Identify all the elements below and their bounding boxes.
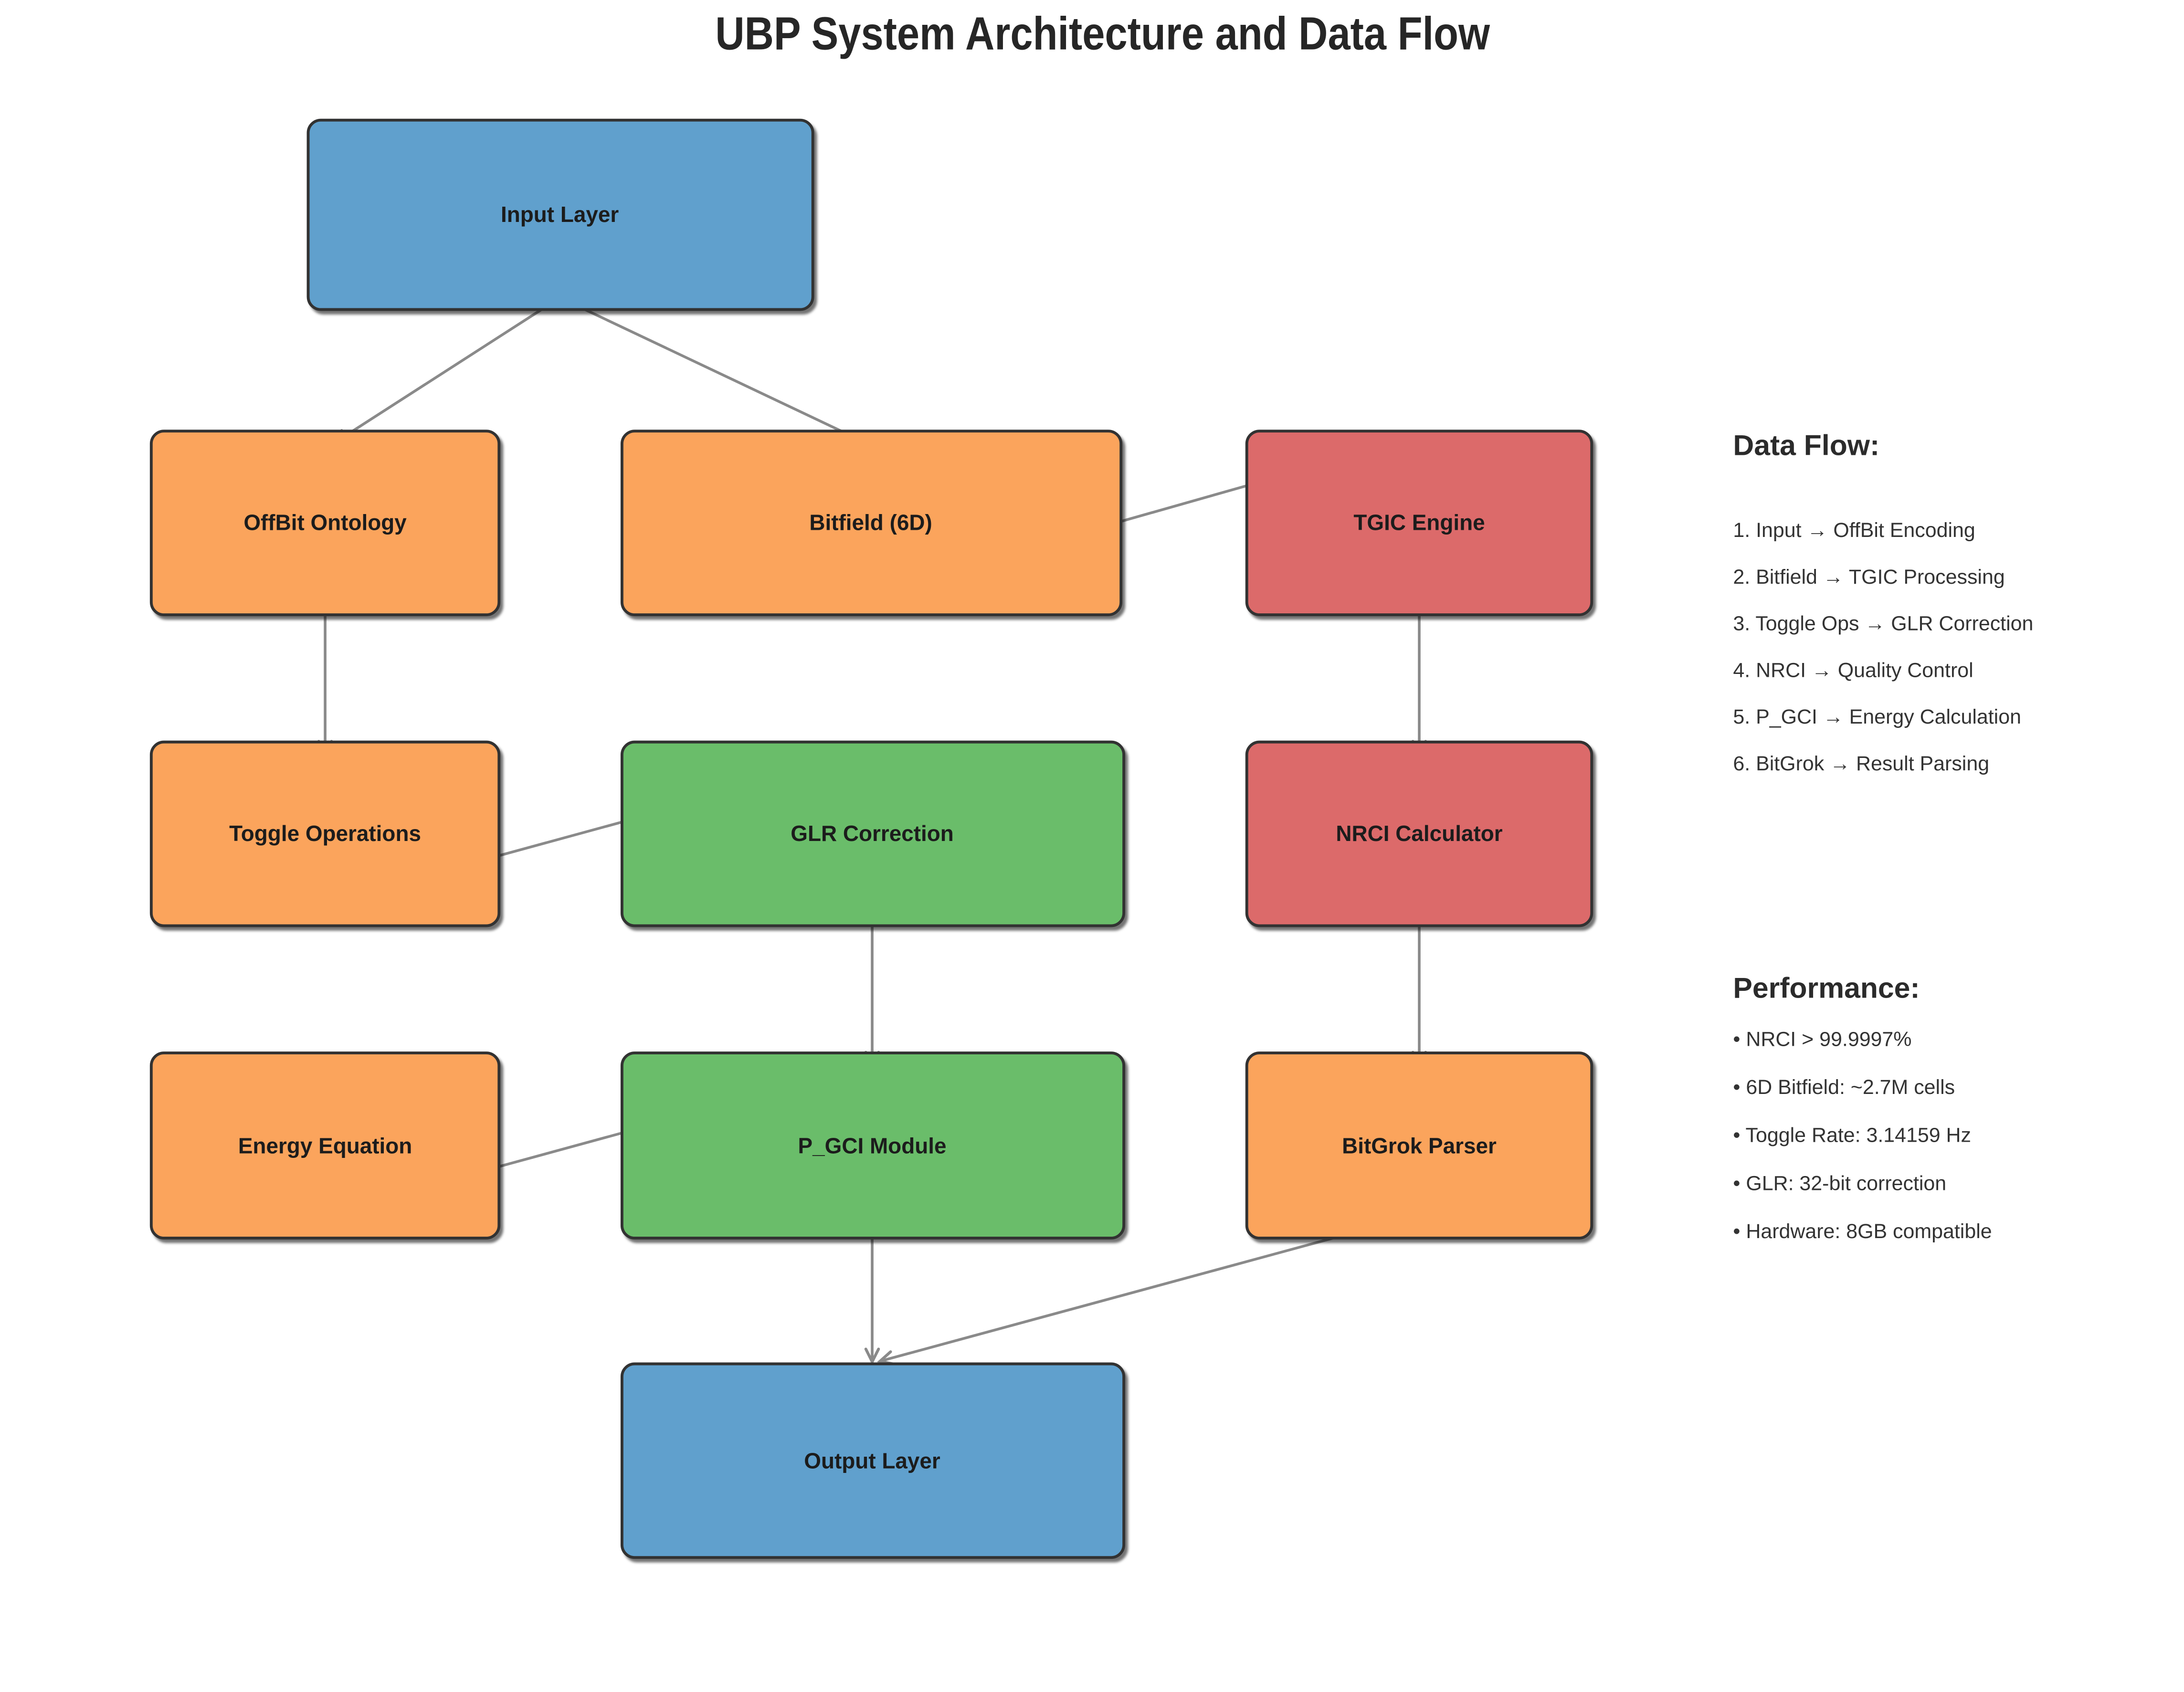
nodes-layer: Input Layer OffBit Ontology Bitfield (6D… [149,118,1593,1559]
node-output-layer-label: Output Layer [804,1449,940,1473]
edge-input-to-bitfield [562,298,869,445]
performance-heading: Performance: [1733,972,1920,1004]
node-bitgrok-parser [1245,1051,1593,1240]
data-flow-item-5: 5. P_GCI → Energy Calculation [1733,705,2021,728]
node-bitfield-6d-label: Bitfield (6D) [809,510,932,535]
data-flow-item-2: 2. Bitfield → TGIC Processing [1733,566,2005,589]
node-offbit-ontology-label: OffBit Ontology [243,510,407,535]
data-flow-item-4: 4. NRCI → Quality Control [1733,659,1973,682]
performance-item-1: • NRCI > 99.9997% [1733,1028,1911,1051]
data-flow-item-6: 6. BitGrok → Result Parsing [1733,752,1989,775]
node-glr-correction-label: GLR Correction [791,821,954,846]
node-nrci-calculator-label: NRCI Calculator [1336,821,1502,846]
performance-item-2: • 6D Bitfield: ~2.7M cells [1733,1076,1955,1099]
node-pgci-module-label: P_GCI Module [798,1133,947,1158]
node-bitgrok-parser-label: BitGrok Parser [1342,1133,1497,1158]
data-flow-heading: Data Flow: [1733,429,1879,461]
node-offbit-ontology [149,430,501,617]
data-flow-item-3: 3. Toggle Ops → GLR Correction [1733,612,2033,635]
node-input-layer-label: Input Layer [501,202,619,227]
node-glr-correction [620,740,1126,927]
node-input-layer [306,118,814,311]
node-tgic-engine-label: TGIC Engine [1353,510,1485,535]
edge-input-to-offbit [331,298,559,445]
node-bitfield-6d [620,430,1123,617]
performance-panel: Performance: • NRCI > 99.9997% • 6D Bitf… [1733,972,1992,1243]
node-nrci-calculator [1245,740,1593,927]
node-energy-equation [149,1051,501,1240]
page-title: UBP System Architecture and Data Flow [715,8,1490,60]
node-toggle-operations [149,740,501,927]
edge-bitgrok-to-output [876,1214,1418,1366]
data-flow-panel: Data Flow: 1. Input → OffBit Encoding 2.… [1733,429,2033,775]
performance-item-3: • Toggle Rate: 3.14159 Hz [1733,1124,1971,1147]
node-toggle-operations-label: Toggle Operations [229,821,421,846]
node-tgic-engine [1245,430,1593,617]
data-flow-item-1: 1. Input → OffBit Encoding [1733,519,1975,542]
performance-item-4: • GLR: 32-bit correction [1733,1172,1946,1195]
node-pgci-module [620,1051,1126,1240]
performance-item-5: • Hardware: 8GB compatible [1733,1220,1992,1243]
node-output-layer [620,1362,1126,1559]
node-energy-equation-label: Energy Equation [238,1133,412,1158]
